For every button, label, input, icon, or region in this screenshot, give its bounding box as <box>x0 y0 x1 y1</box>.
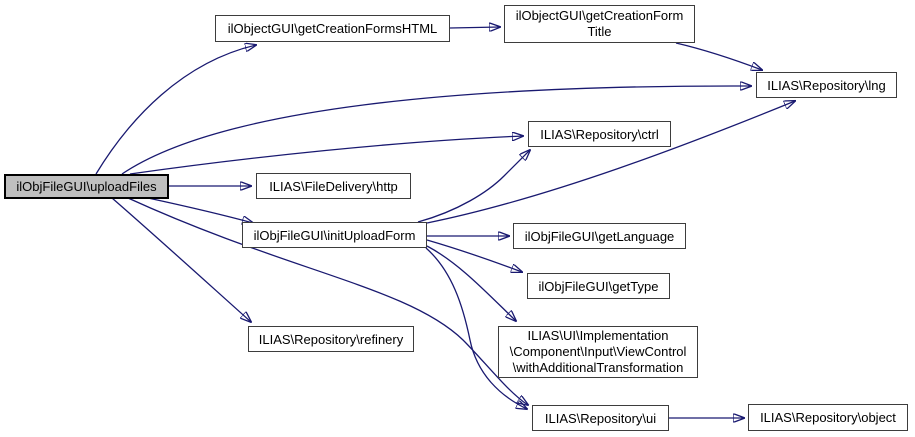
edge-uploadfiles-to-lng <box>121 86 751 175</box>
node-ilobjectgui-getcreationformshtml[interactable]: ilObjectGUI\getCreationFormsHTML <box>215 15 450 42</box>
node-ilobjfilegui-uploadfiles[interactable]: ilObjFileGUI\uploadFiles <box>4 174 169 199</box>
node-label-line: ILIAS\UI\Implementation <box>527 328 669 343</box>
node-ilobjectgui-getcreationformtitle[interactable]: ilObjectGUI\getCreationForm Title <box>504 5 695 43</box>
node-ilias-repository-lng[interactable]: ILIAS\Repository\lng <box>756 72 897 98</box>
node-ilobjfilegui-inituploadform[interactable]: ilObjFileGUI\initUploadForm <box>242 222 427 248</box>
node-ilobjfilegui-getlanguage[interactable]: ilObjFileGUI\getLanguage <box>513 223 686 249</box>
edge-inituploadform-to-lng <box>426 101 795 224</box>
edge-inituploadform-to-ctrl <box>417 150 530 223</box>
node-ilias-filedelivery-http[interactable]: ILIAS\FileDelivery\http <box>256 173 411 199</box>
edge-uploadfiles-to-ui <box>127 197 528 405</box>
edge-getcreationformtitle-to-lng <box>675 42 762 70</box>
edge-inituploadform-to-viewcontrol <box>426 245 516 321</box>
edge-uploadfiles-to-getcreationformshtml <box>95 45 256 175</box>
node-label-line: \withAdditionalTransformation <box>512 360 684 375</box>
node-label-line: \Component\Input\ViewControl <box>509 344 687 359</box>
node-ilias-repository-ui[interactable]: ILIAS\Repository\ui <box>532 405 669 431</box>
node-ilias-repository-refinery[interactable]: ILIAS\Repository\refinery <box>248 326 414 352</box>
node-ilias-repository-ctrl[interactable]: ILIAS\Repository\ctrl <box>528 121 671 147</box>
node-ilobjfilegui-gettype[interactable]: ilObjFileGUI\getType <box>527 273 670 299</box>
node-label-line: ilObjectGUI\getCreationForm <box>515 8 684 23</box>
edge-inituploadform-to-gettype <box>426 239 522 272</box>
edge-uploadfiles-to-ctrl <box>129 136 523 175</box>
node-ilias-ui-viewcontrol-withadditionaltransformation[interactable]: ILIAS\UI\Implementation \Component\Input… <box>498 326 698 378</box>
edge-getcreationformshtml-to-getcreationformtitle <box>449 27 500 28</box>
node-label-line: Title <box>587 24 612 39</box>
edge-uploadfiles-to-inituploadform <box>147 197 253 223</box>
node-ilias-repository-object[interactable]: ILIAS\Repository\object <box>748 404 908 431</box>
edge-inituploadform-to-ui <box>425 247 527 409</box>
edge-uploadfiles-to-refinery <box>111 197 251 322</box>
